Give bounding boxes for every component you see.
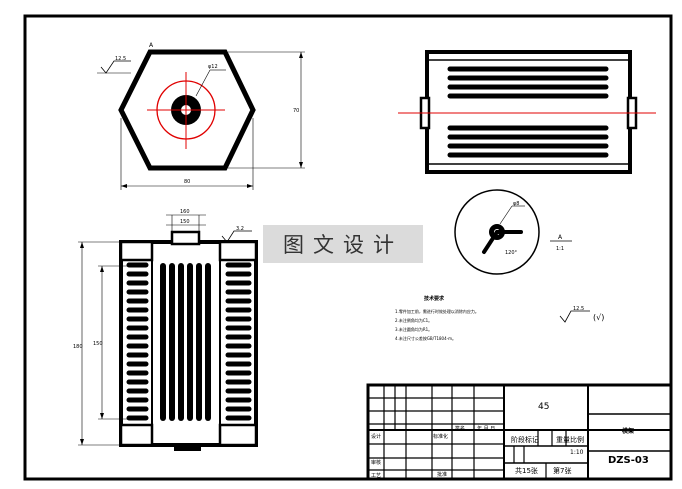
sheet-index: 第7张 xyxy=(553,467,572,475)
note-line-4: 4.未注尺寸公差按GB/T1804-m。 xyxy=(395,335,456,341)
front-top-dim-a: 160 xyxy=(180,209,190,215)
hex-top-view xyxy=(97,49,305,190)
section-scale: 1:1 xyxy=(556,246,564,252)
general-roughness-symbol xyxy=(559,310,590,323)
date-label: 年.月.日 xyxy=(477,426,496,432)
audit-label: 审核 xyxy=(371,460,382,466)
approve-label: 批准 xyxy=(437,472,448,478)
title-block-grid xyxy=(366,383,673,481)
detail-diameter-dim: φ8 xyxy=(513,201,519,207)
hex-height-dim: 70 xyxy=(293,108,299,114)
watermark-text: 图文设计 xyxy=(283,233,403,257)
standard-label: 标准化 xyxy=(433,434,449,440)
front-height-inner-dim: 150 xyxy=(93,341,103,347)
front-view xyxy=(78,214,258,451)
stage-label: 阶段标记 xyxy=(511,436,539,444)
hex-width-dim: 80 xyxy=(184,179,190,185)
sign-label: 签名 xyxy=(455,426,466,432)
front-roughness-value: 3.2 xyxy=(236,226,244,232)
detail-angle-dim: 120° xyxy=(505,250,518,256)
note-line-2: 2.未注倒角均为C1。 xyxy=(395,317,432,323)
process-label: 工艺 xyxy=(371,473,382,479)
notes-title: 技术要求 xyxy=(424,295,445,302)
weight-label: 重量 xyxy=(556,436,570,444)
watermark-banner: 图文设计 xyxy=(263,225,423,263)
front-top-dim-b: 150 xyxy=(180,219,190,225)
material-cell: 45 xyxy=(538,402,550,412)
front-height-outer-dim: 180 xyxy=(73,344,83,350)
hex-roughness-value: 12.5 xyxy=(115,56,126,62)
part-name-cell: 模架 xyxy=(622,428,635,435)
note-line-1: 1.零件加工前，需进行时效处理以消除内应力。 xyxy=(395,308,479,314)
scale-label: 比例 xyxy=(570,436,584,444)
hex-ref-letter: A xyxy=(149,42,154,49)
sheet-border xyxy=(23,14,673,481)
section-letter: A xyxy=(558,234,563,241)
designed-label: 设计 xyxy=(371,434,382,440)
total-sheets: 共15张 xyxy=(515,467,538,475)
drawing-number-cell: DZS-03 xyxy=(608,455,649,466)
general-roughness-value: 12.5 xyxy=(573,306,584,312)
scale-value: 1:10 xyxy=(570,449,584,456)
side-view xyxy=(398,50,656,174)
hex-bore-dim: φ12 xyxy=(208,64,218,70)
detail-circle-view xyxy=(454,189,572,275)
general-roughness-other: (√) xyxy=(593,313,604,322)
note-line-3: 3.未注圆角均为R1。 xyxy=(395,326,432,332)
